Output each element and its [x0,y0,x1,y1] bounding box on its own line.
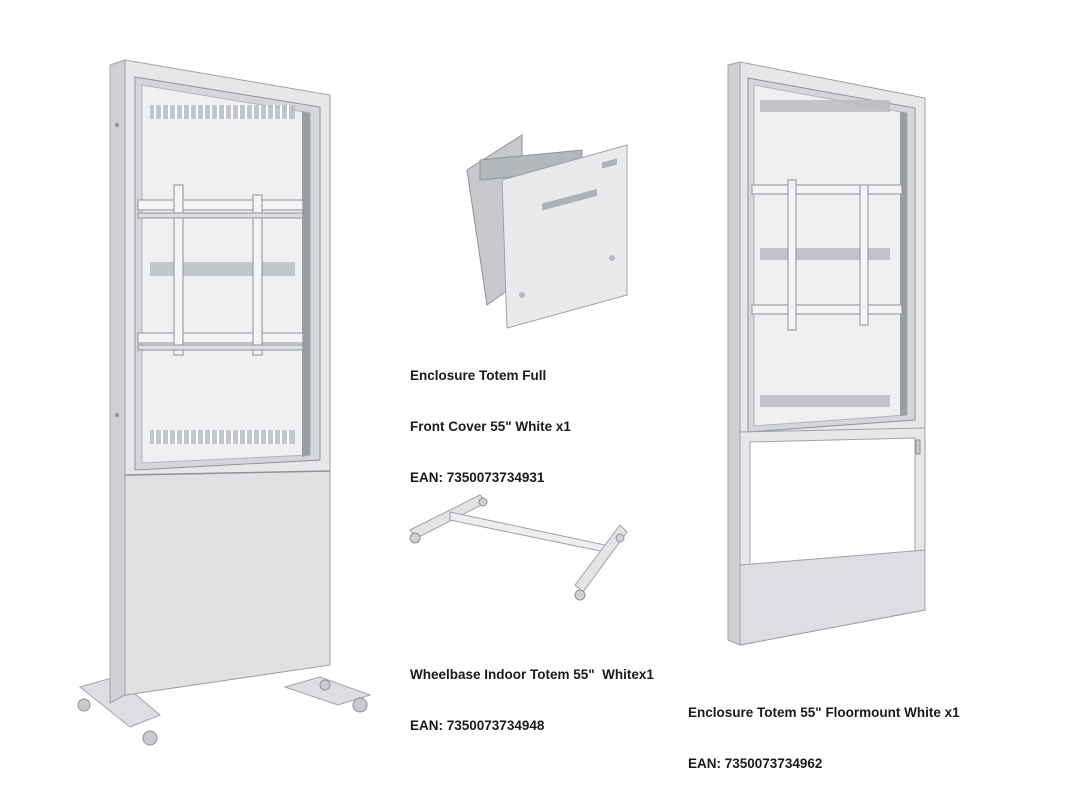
front-cover-caption-line-1: Enclosure Totem Full [410,368,547,383]
totem-full-cover-image [70,55,380,755]
floormount-caption: Enclosure Totem 55" Floormount White x1 … [688,670,960,789]
floormount-caption-line-1: Enclosure Totem 55" Floormount White x1 [688,705,960,720]
vesa-bracket [137,184,304,356]
wheelbase-feet [77,676,372,746]
front-cover-image [462,130,632,330]
wheelbase-caption-line-1: Wheelbase Indoor Totem 55" Whitex1 [410,667,654,682]
front-cover-ean: EAN: 7350073734931 [410,470,545,485]
wheelbase-caption: Wheelbase Indoor Totem 55" Whitex1 EAN: … [410,632,654,751]
floormount-image [720,60,935,650]
wheelbase-image [405,490,630,605]
vesa-bracket-floormount [751,179,903,331]
floormount-ean: EAN: 7350073734962 [688,756,823,771]
front-cover-caption-line-2: Front Cover 55" White x1 [410,419,571,434]
wheelbase-ean: EAN: 7350073734948 [410,718,545,733]
front-cover-caption: Enclosure Totem Full Front Cover 55" Whi… [410,333,571,503]
